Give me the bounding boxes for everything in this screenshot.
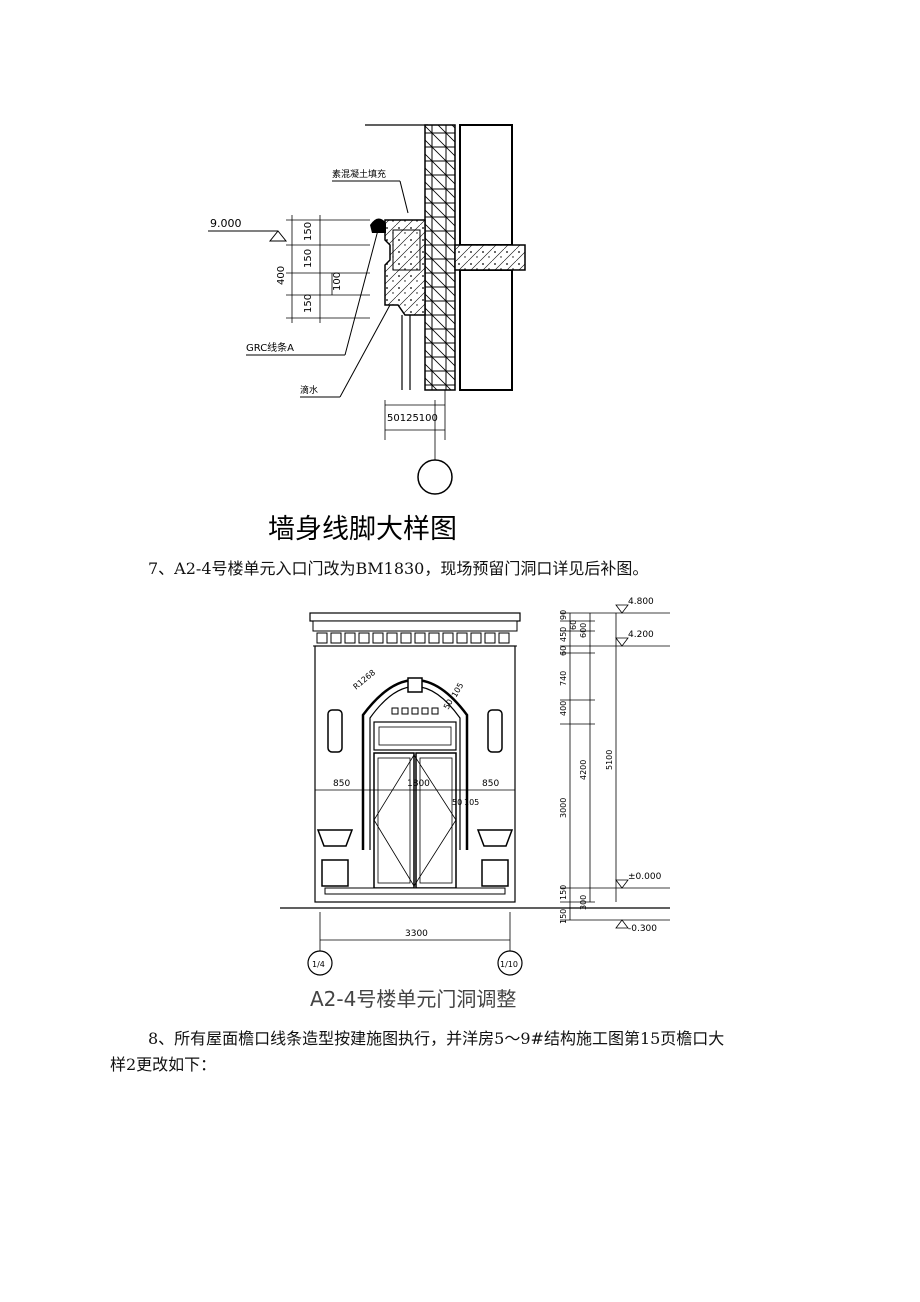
door-elevation-drawing: 850 1800 850 R1268 50 105 50 105 3300 1/… [280,597,670,1011]
dim-150-mid: 150 [303,249,314,268]
dim-450: 450 [559,627,568,642]
side-50: 50 [452,798,462,807]
elevation-4200: 4.200 [628,630,654,640]
width-850-right: 850 [482,779,499,789]
figure2-caption: A2-4号楼单元门洞调整 [310,987,516,1011]
figure1-caption: 墙身线脚大样图 [268,514,457,545]
axis-circle [417,459,453,495]
elevation-label: 9.000 [210,217,242,230]
dim-300: 300 [579,895,588,910]
dim-400: 400 [276,266,287,285]
paragraph-8: 8、所有屋面檐口线条造型按建施图执行，并洋房5～9#结构施工图第15页檐口大 [148,1029,725,1048]
dim-600: 600 [579,623,588,638]
dim-740: 740 [559,671,568,686]
dim-3000: 3000 [559,798,568,818]
paragraph-8-continued: 样2更改如下： [110,1055,217,1074]
dim-90: 90 [559,610,568,620]
dim-4200: 4200 [579,760,588,780]
dim-150-upper: 150 [559,885,568,900]
dim-150-bottom: 150 [303,294,314,313]
dim-60-mid: 60 [559,646,568,656]
side-105: 105 [464,798,479,807]
drip-label: 滴水 [300,384,318,396]
axis-circle-left [307,950,333,976]
dim-100: 100 [332,272,343,291]
arc-width-50: 50 [442,698,455,711]
axis-label-right: 1/10 [500,960,518,969]
axis-circle-right [497,950,523,976]
concrete-molding [384,219,426,316]
axis-label-left: 1/4 [312,960,325,969]
entrance-door-elevation-figure: 850 1800 850 R1268 50 105 50 105 3300 1/… [270,590,690,1015]
dim-400: 400 [559,701,568,716]
elevation-4800: 4.800 [628,597,654,607]
wall-molding-drawing: 素混凝土填充 9.000 150 150 150 400 100 GRC线条A … [208,124,526,545]
wall-molding-detail-figure: 素混凝土填充 9.000 150 150 150 400 100 GRC线条A … [180,105,540,550]
grc-label: GRC线条A [246,341,294,354]
brick-wall [424,124,456,391]
elevation-neg-0300: -0.300 [628,924,657,934]
concrete-note-label: 素混凝土填充 [332,168,386,180]
dim-150-top: 150 [303,222,314,241]
width-3300: 3300 [405,929,428,939]
dim-60-top: 60 [569,620,578,630]
width-850-left: 850 [333,779,350,789]
dim-150-lower: 150 [559,909,568,924]
paragraph-7: 7、A2-4号楼单元入口门改为BM1830，现场预留门洞口详见后补图。 [148,559,649,578]
elevation-zero: ±0.000 [628,872,662,882]
width-1800: 1800 [407,779,430,789]
bottom-dims-label: 50125100 [387,413,438,424]
dim-5100: 5100 [605,750,614,770]
